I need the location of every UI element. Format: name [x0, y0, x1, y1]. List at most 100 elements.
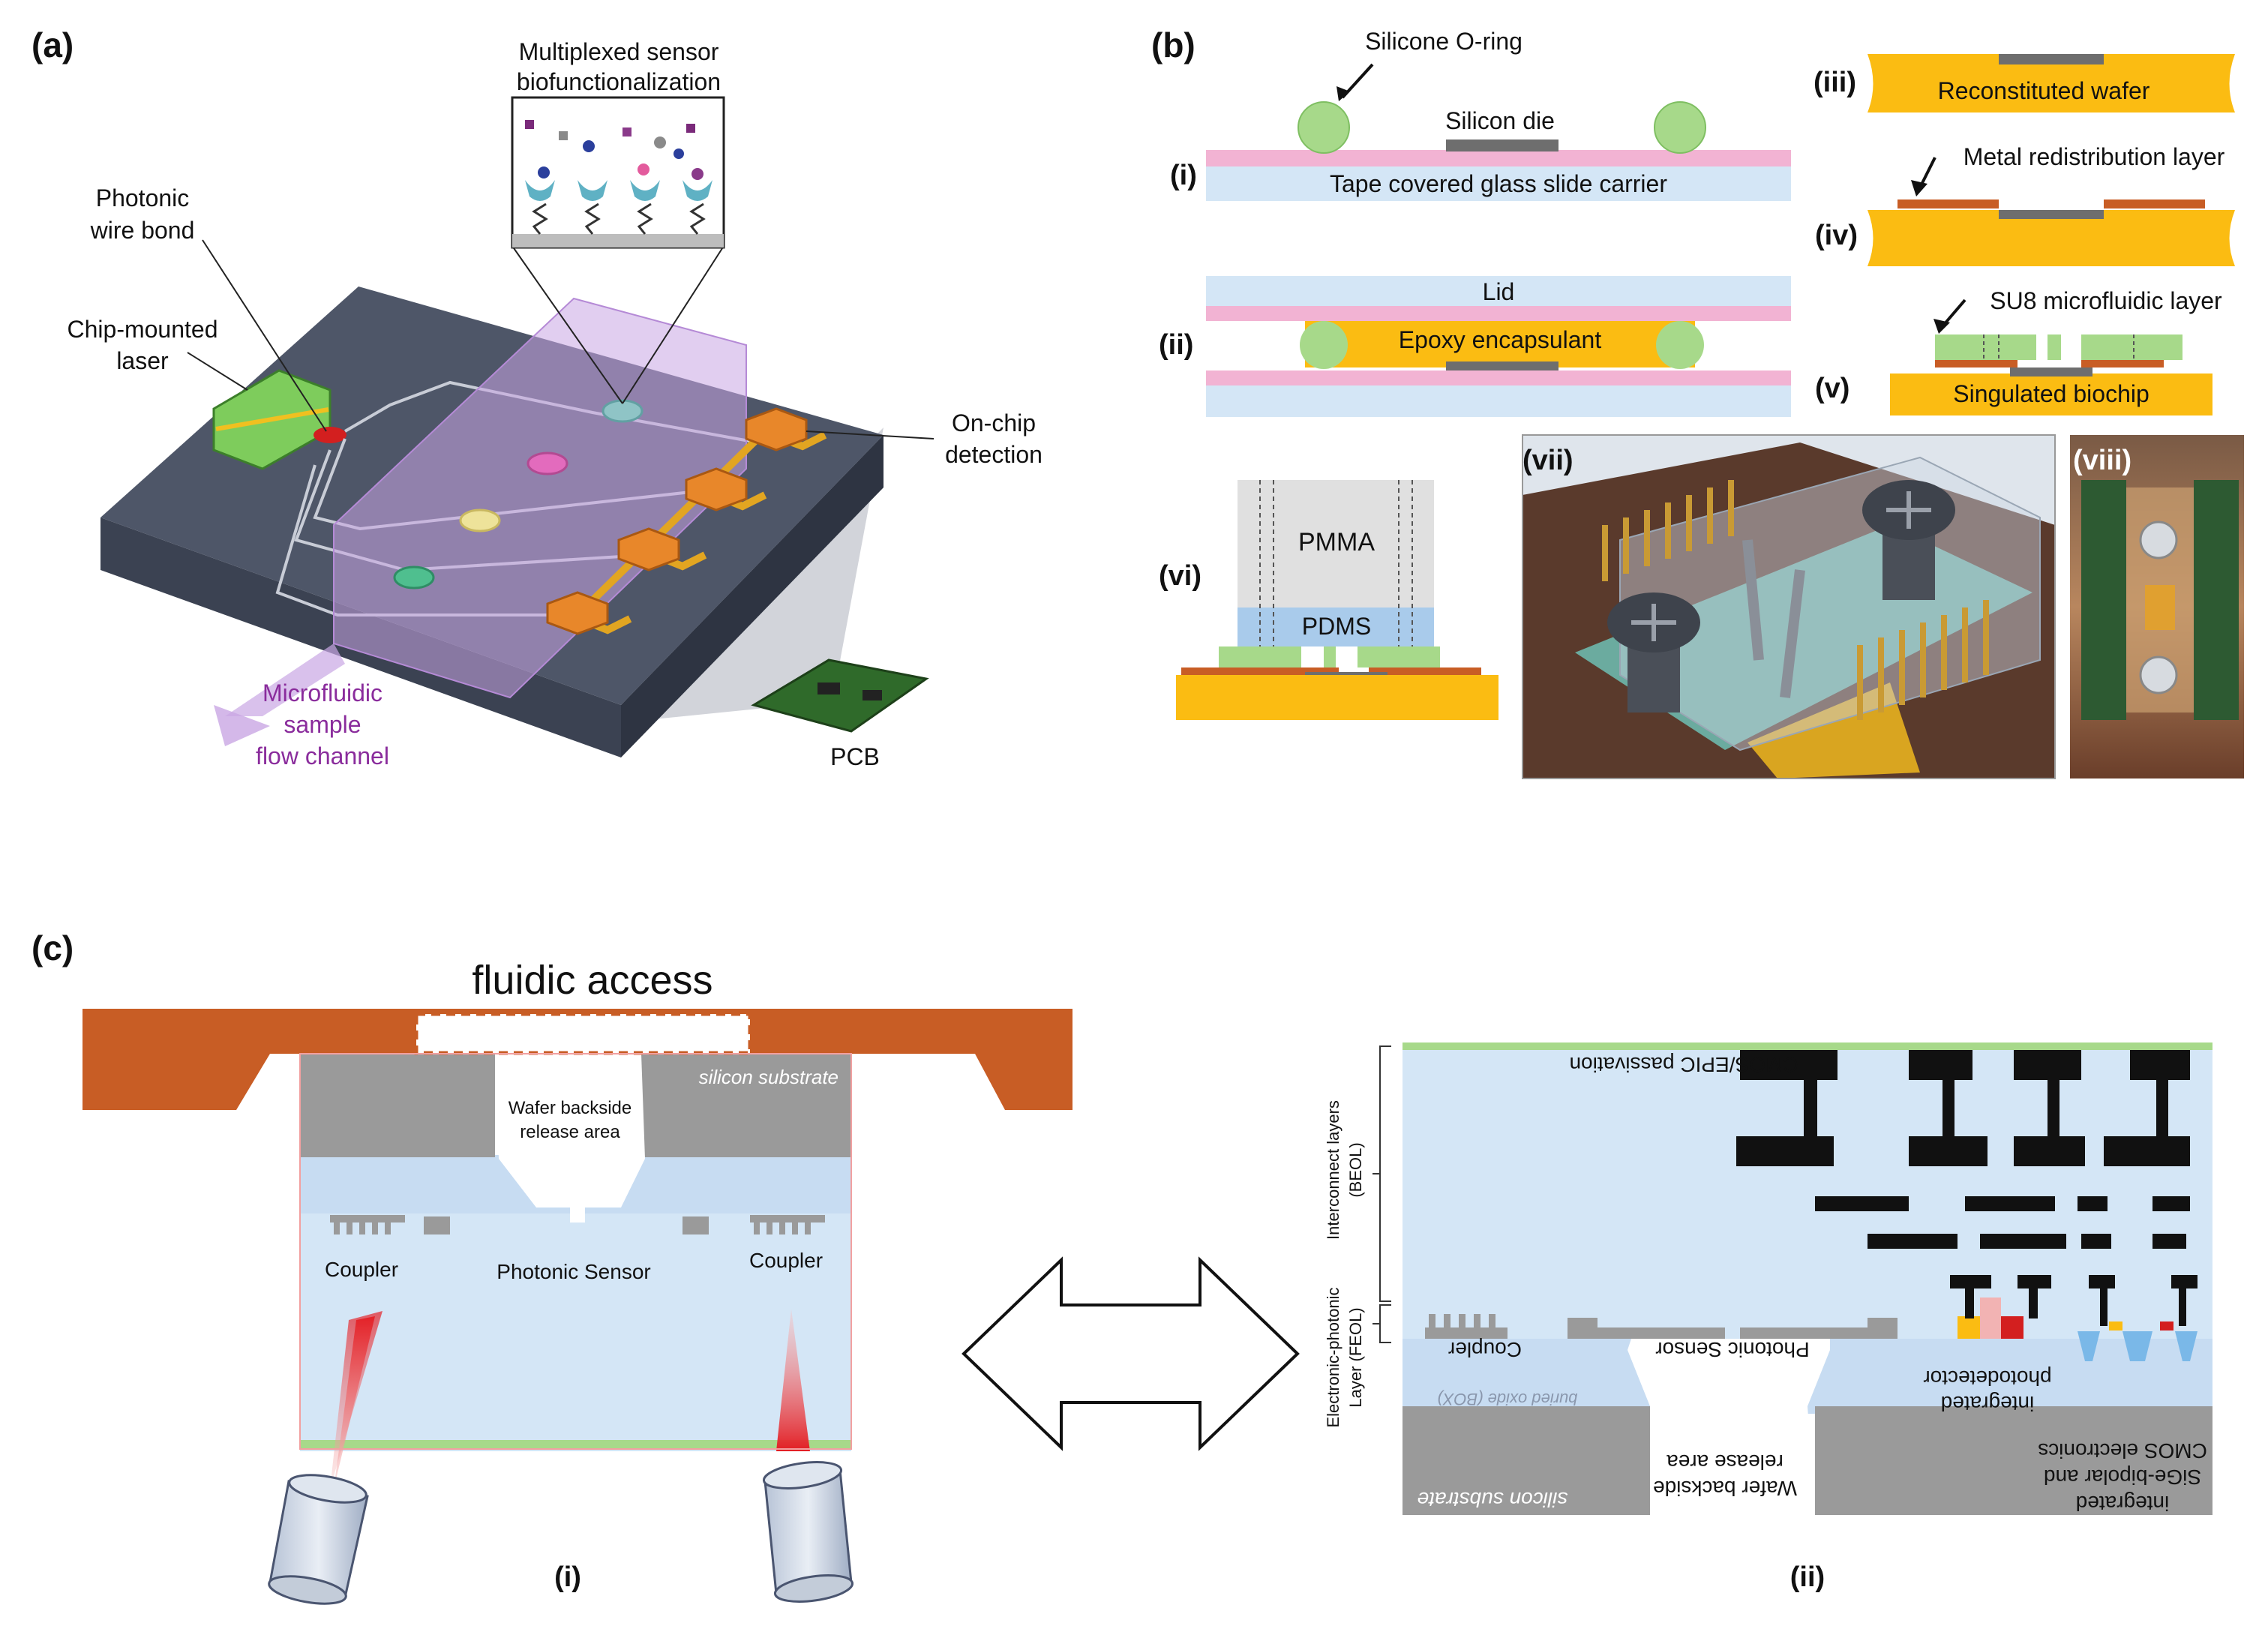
feol-label-2: Layer (FEOL) — [1346, 1307, 1365, 1407]
coupler-i-left-label: Coupler — [325, 1258, 398, 1281]
photo-pcb-right — [2194, 480, 2239, 720]
device-photo — [2070, 435, 2244, 778]
inset-antibodies — [525, 180, 712, 201]
die-ii — [1446, 362, 1558, 372]
pdms-block — [1238, 608, 1434, 646]
lid-tape — [1206, 306, 1791, 321]
inset-analytes — [525, 120, 704, 180]
beam-right — [776, 1309, 810, 1451]
beol-label-1: Interconnect layers — [1324, 1100, 1342, 1240]
sensor-ring-green — [393, 566, 435, 590]
fiber-left — [268, 1474, 369, 1605]
fluidic-opening — [414, 1012, 752, 1055]
step-vi-label: (vi) — [1159, 560, 1202, 592]
feol-label-1: Electronic-photonic — [1324, 1287, 1342, 1427]
oring-label: Silicone O-ring — [1365, 28, 1522, 55]
step-iv-label: (iv) — [1815, 220, 1858, 251]
cad-frame — [1522, 434, 2056, 779]
equivalence-double-arrow — [962, 1256, 1300, 1451]
waveguide-ii-1 — [1598, 1328, 1725, 1339]
passivation-ii — [1402, 1042, 2212, 1050]
photodetector-label-2: photodetector — [1923, 1366, 2051, 1390]
wafer-iv — [1868, 210, 2235, 266]
laser-label-2: laser — [116, 347, 169, 374]
oring-ii-left — [1300, 321, 1348, 369]
pcb-chip-1 — [818, 682, 840, 694]
tape-label: Tape covered glass slide carrier — [1330, 170, 1667, 197]
micro-label-2: sample — [284, 711, 361, 738]
si-substrate-i-label: silicon substrate — [699, 1066, 838, 1088]
lid-label: Lid — [1483, 278, 1515, 305]
sub-i-label: (i) — [554, 1562, 581, 1593]
metal-v-left — [1935, 360, 2018, 368]
waveguide-stub-ii-1 — [1568, 1318, 1598, 1339]
panel-c-label: (c) — [32, 928, 74, 968]
silicon-die — [1446, 140, 1558, 152]
singulated-label: Singulated biochip — [1953, 380, 2150, 407]
su8-vi-center — [1324, 646, 1336, 668]
inset-pointer-left — [512, 245, 623, 404]
cladding-i — [300, 1211, 851, 1451]
si-substrate-i-left — [300, 1054, 495, 1157]
photo-screw-bottom — [2139, 656, 2178, 694]
detector-3 — [617, 527, 680, 572]
glass-slide — [1206, 166, 1791, 201]
cad-screw-left — [1607, 592, 1700, 712]
redistribution-left — [1898, 200, 1999, 208]
sensor-ring-teal — [602, 399, 644, 423]
cad-screw-right — [1862, 480, 1955, 600]
release-area-i — [495, 1054, 645, 1222]
waveguide-ii-2 — [1740, 1328, 1868, 1339]
photo-pcb-left — [2081, 480, 2126, 720]
step-viii-label: (viii) — [2073, 445, 2132, 476]
reconstituted-wafer — [1868, 54, 2235, 112]
waveguide-stub-i-1 — [424, 1216, 450, 1234]
fluidic-access-label: fluidic access — [472, 958, 712, 1003]
detector-1 — [745, 407, 808, 452]
box-label: buried oxide (BOX) — [1437, 1390, 1577, 1408]
micro-label-1: Microfluidic — [262, 680, 382, 706]
panel-a: (a) — [32, 26, 1042, 770]
metal-vi-right — [1369, 668, 1481, 675]
beol-bracket — [1372, 1046, 1391, 1302]
su8-left — [1935, 334, 2036, 360]
epoxy-encapsulant — [1305, 321, 1695, 368]
trace-bus — [567, 432, 764, 626]
cad-gold-chip — [1748, 682, 1920, 778]
coupler-ii-label: Coupler — [1448, 1338, 1522, 1361]
detector-4 — [546, 591, 609, 635]
pmma-label: PMMA — [1298, 528, 1375, 556]
passivation-i — [300, 1440, 851, 1449]
su8-center — [2048, 334, 2061, 360]
release-area-ii — [1628, 1339, 1830, 1515]
flow-arrow-head — [214, 705, 270, 746]
chip-right-face — [621, 435, 884, 758]
inset-pointer-right — [622, 245, 724, 404]
oring-pointer-head — [1336, 86, 1350, 101]
detection-pointer — [806, 430, 934, 440]
metal-label: Metal redistribution layer — [1964, 143, 2225, 170]
inset-receptors — [532, 202, 706, 235]
laser-stripe — [215, 407, 329, 431]
detector-2 — [685, 467, 748, 512]
coupler-grating-i-left — [330, 1215, 405, 1234]
release-i-label-2: release area — [520, 1122, 620, 1142]
cmos-label-3: CMOS electronics — [2038, 1439, 2207, 1462]
cad-render — [1522, 434, 2056, 779]
photodetector — [1958, 1298, 2024, 1339]
photonic-wire-bond — [314, 427, 346, 443]
sensor-ii-label: Photonic Sensor — [1655, 1338, 1809, 1361]
interconnect-metal — [1736, 1050, 2198, 1326]
cad-tubes — [1742, 539, 1805, 698]
wire-bond-pointer — [202, 239, 327, 432]
bottom-tape-ii — [1206, 370, 1791, 386]
step-iii-label: (iii) — [1814, 67, 1856, 98]
inset-surface — [512, 234, 724, 248]
tape-layer — [1206, 150, 1791, 166]
cad-pins-left — [1602, 480, 1734, 581]
die-iii — [1999, 54, 2104, 64]
flow-arrow — [225, 644, 345, 716]
chip-outline-i — [299, 1053, 852, 1450]
step-i-label: (i) — [1170, 160, 1197, 191]
epoxy-label: Epoxy encapsulant — [1399, 326, 1602, 353]
